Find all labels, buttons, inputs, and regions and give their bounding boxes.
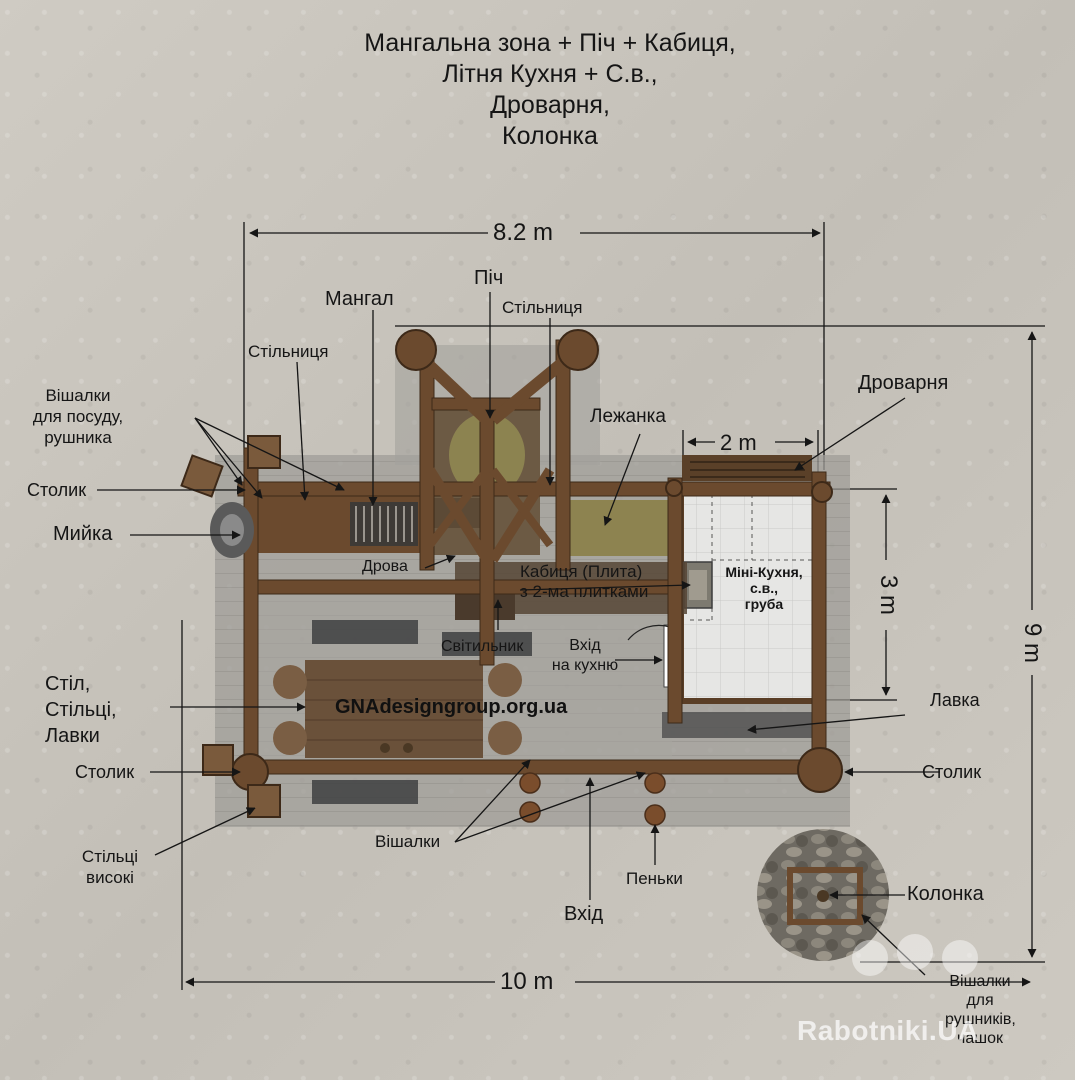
dimension-height-right: 9 m (1019, 622, 1047, 664)
label-side-table-left: Столик (27, 480, 87, 500)
plan-title: Мангальна зона + Піч + Кабиця, Літня Кух… (250, 28, 850, 152)
label-countertop-center: Стільниця (502, 298, 583, 317)
designer-watermark: GNAdesigngroup.org.ua (335, 696, 568, 718)
label-hangers: Вішалки (375, 832, 441, 851)
label-bench: Лавка (930, 690, 980, 710)
label-table-chairs-benches: Стіл, Стільці, Лавки (45, 673, 117, 747)
brand-watermark: Rabotniki.UA (797, 1015, 979, 1046)
label-mini-kitchen: Міні-Кухня, с.в., груба (725, 564, 803, 612)
label-kitchen-entrance: Вхід на кухню (551, 637, 619, 674)
label-side-table-bottom-left: Столик (75, 762, 135, 782)
label-stumps: Пеньки (626, 869, 683, 888)
label-towel-hangers: Вішалки для рушників, чашок (945, 973, 1016, 1047)
label-lamp: Світильник (441, 638, 524, 655)
firewood-storage (682, 455, 812, 481)
label-grill: Мангал (325, 288, 394, 310)
label-side-table-bottom-right: Столик (922, 762, 982, 782)
title-line-4: Колонка (502, 122, 598, 150)
mini-kitchen-room (627, 482, 823, 704)
label-sink: Мийка (53, 523, 113, 545)
label-countertop-left: Стільниця (248, 342, 329, 361)
brand-logo-icon (852, 934, 978, 976)
side-tables (180, 435, 281, 818)
title-line-2: Літня Кухня + С.в., (442, 60, 658, 88)
leader-lines (97, 292, 940, 976)
label-entrance: Вхід (564, 903, 604, 925)
label-kabytsia: Кабиця (Плита) з 2-ма плитками (520, 562, 649, 601)
timber-frame (235, 339, 837, 779)
grill (258, 495, 433, 553)
label-bench-bed: Лежанка (590, 406, 666, 427)
bench (662, 712, 812, 738)
label-firewood-storage: Дроварня (858, 372, 949, 394)
bench-bed (560, 500, 670, 556)
title-line-3: Дроварня, (490, 91, 610, 119)
dimension-lines (181, 222, 1045, 990)
label-oven: Піч (474, 267, 504, 289)
dimension-width-top: 8.2 m (493, 219, 554, 246)
label-firewood: Дрова (362, 558, 408, 575)
dining-table (273, 620, 532, 804)
corner-posts (231, 329, 843, 793)
sink (210, 502, 254, 558)
label-high-chairs: Стільці високі (81, 847, 139, 887)
label-water-column: Колонка (907, 883, 984, 905)
title-line-1: Мангальна зона + Піч + Кабиця, (364, 29, 736, 57)
water-column (757, 829, 889, 961)
dimension-kitchen-height: 3 m (875, 574, 903, 616)
dimension-width-bottom: 10 m (500, 968, 554, 995)
dimension-kitchen-width: 2 m (720, 430, 757, 455)
label-dish-hangers: Вішалки для посуду, рушника (32, 386, 124, 447)
